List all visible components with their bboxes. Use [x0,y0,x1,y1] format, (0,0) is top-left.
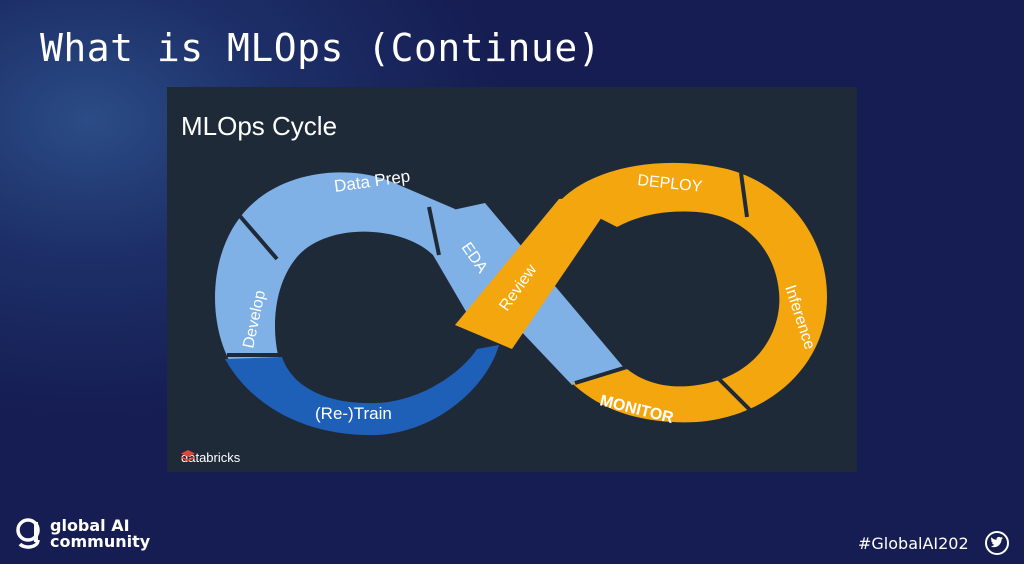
global-ai-icon [16,518,40,549]
stage-label-deploy: DEPLOY [637,172,704,196]
segment-separators [227,172,759,419]
mlops-cycle-diagram: Data Prep EDA Develop (Re-)Train Review … [215,162,827,436]
panel-title: MLOps Cycle [181,111,338,141]
stage-review-band [455,195,617,349]
databricks-icon [181,450,195,462]
stage-left-upper-arc [215,172,508,360]
slide-title: What is MLOps (Continue) [40,26,602,70]
stage-right-loop [562,162,827,423]
twitter-icon[interactable] [985,531,1009,555]
stage-label-retrain: (Re-)Train [315,404,392,423]
brand-logo: global AI community [14,518,150,550]
vendor-logo: databricks [181,450,240,465]
diagram-panel: Data Prep EDA Develop (Re-)Train Review … [167,87,857,472]
brand-line-1: global AI [50,516,130,535]
brand-line-2: community [50,532,151,551]
event-hashtag: #GlobalAI202 [858,534,969,553]
vendor-name: databricks [181,450,241,465]
stage-retrain-arc [225,345,499,436]
